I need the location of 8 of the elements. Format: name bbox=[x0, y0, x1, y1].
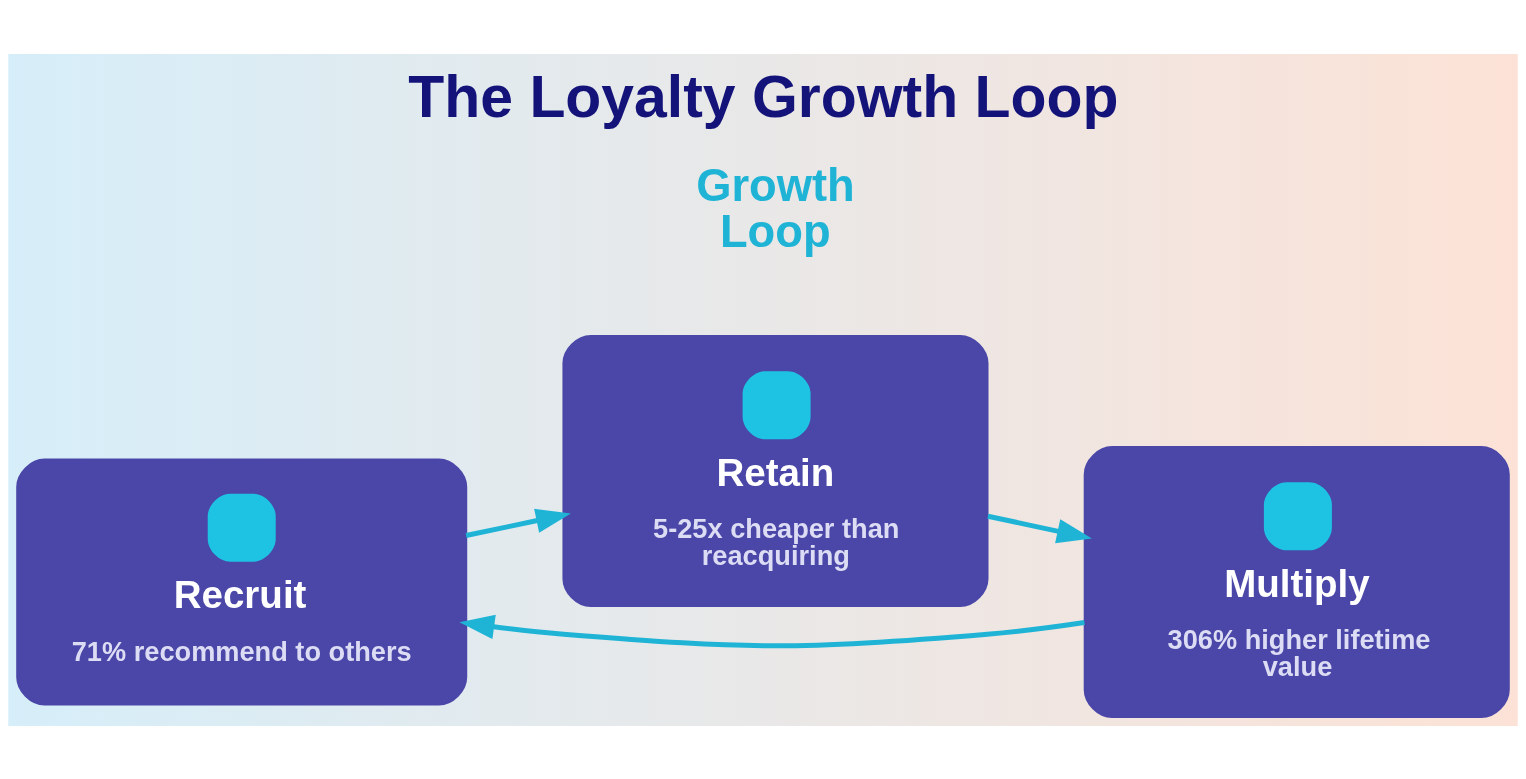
diagram-title: The Loyalty Growth Loop bbox=[408, 63, 1119, 129]
label: Growth Loop bbox=[696, 159, 855, 257]
node-box: Retain 5-25x cheaper than reacquiring bbox=[562, 334, 989, 607]
arrow bbox=[465, 508, 571, 538]
arrow bbox=[987, 513, 1092, 543]
node-box: Recruit 71% recommend to others bbox=[16, 458, 468, 706]
node-box: Multiply 306% higher lifetime value bbox=[1083, 445, 1510, 718]
arrow bbox=[459, 614, 1085, 648]
